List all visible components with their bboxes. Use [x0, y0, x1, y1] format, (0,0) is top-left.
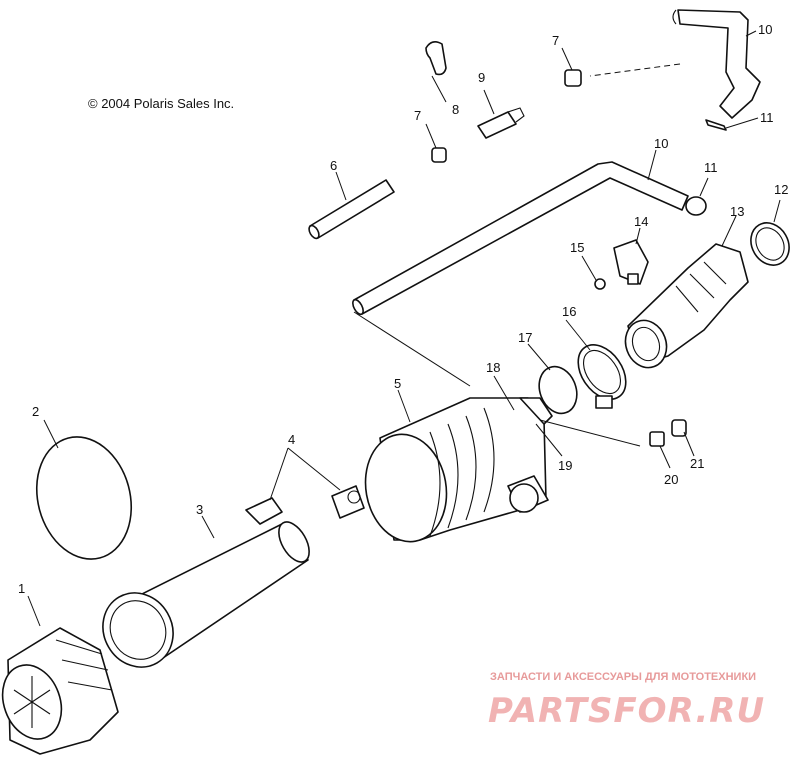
part-20-fitting: [649, 431, 665, 447]
part-7-lower-nut: [431, 147, 447, 163]
watermark: ЗАПЧАСТИ И АКСЕССУАРЫ ДЛЯ МОТОТЕХНИКИ PA…: [488, 671, 765, 731]
callout-15: 15: [570, 240, 584, 255]
callout-1: 1: [18, 581, 25, 596]
callout-17: 17: [518, 330, 532, 345]
part-4-fastener-left: [245, 497, 283, 525]
part-10-upper-breather-tube: [672, 9, 761, 119]
part-16-hose-clamp: [577, 344, 627, 409]
part-7-upper-nut: [564, 69, 582, 87]
leader-lines: [27, 30, 781, 627]
part-5-air-box-housing: [364, 397, 553, 543]
callout-21: 21: [690, 456, 704, 471]
callout-2: 2: [32, 404, 39, 419]
part-12-hose-clamp: [750, 222, 790, 266]
part-9-check-valve: [477, 107, 525, 139]
part-11-upper-clip: [705, 119, 727, 131]
part-10-lower-long-tube: [352, 161, 689, 316]
part-4-fastener-right: [331, 485, 365, 519]
part-11-lower-cap: [685, 196, 707, 216]
callout-labels: 1 2 3 4 5 6 7 7 8 9 10 10 11 11 12 13 14…: [18, 22, 788, 596]
callout-7-lower: 7: [414, 108, 421, 123]
part-15-screw: [594, 278, 606, 290]
callout-10-upper: 10: [758, 22, 772, 37]
callout-18: 18: [486, 360, 500, 375]
callout-11-lower: 11: [704, 160, 718, 175]
callout-10-lower: 10: [654, 136, 668, 151]
part-8-p-clamp: [425, 40, 447, 76]
callout-8: 8: [452, 102, 459, 117]
callout-9: 9: [478, 70, 485, 85]
callout-14: 14: [634, 214, 648, 229]
part-14-sensor: [613, 239, 649, 285]
part-13-intake-duct: [624, 243, 749, 369]
part-2-gasket-ring: [35, 436, 133, 560]
callout-13: 13: [730, 204, 744, 219]
copyright-notice: © 2004 Polaris Sales Inc.: [88, 96, 234, 111]
part-17-gasket: [538, 365, 578, 415]
part-1-end-cap: [1, 627, 119, 755]
part-3-filter-element: [102, 521, 310, 668]
callout-12: 12: [774, 182, 788, 197]
callout-16: 16: [562, 304, 576, 319]
callout-20: 20: [664, 472, 678, 487]
callout-7-upper: 7: [552, 33, 559, 48]
callout-5: 5: [394, 376, 401, 391]
part-6-straight-hose: [308, 179, 395, 240]
watermark-tagline: ЗАПЧАСТИ И АКСЕССУАРЫ ДЛЯ МОТОТЕХНИКИ: [490, 671, 756, 683]
callout-4: 4: [288, 432, 295, 447]
callout-6: 6: [330, 158, 337, 173]
callout-19: 19: [558, 458, 572, 473]
watermark-brand: PARTSFOR.RU: [488, 691, 765, 731]
callout-11-upper: 11: [760, 110, 774, 125]
part-21-fitting: [671, 419, 687, 437]
callout-3: 3: [196, 502, 203, 517]
